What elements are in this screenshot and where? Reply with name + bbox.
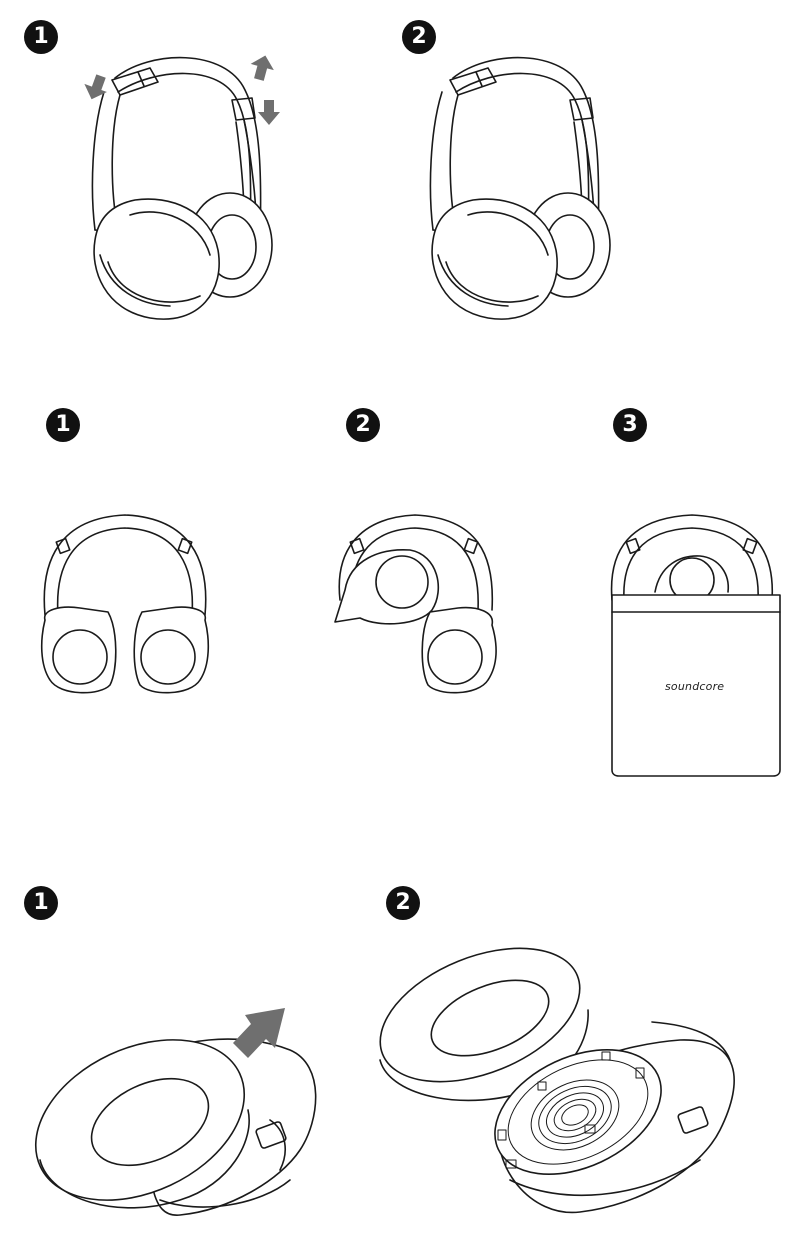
step-badge-3-2: 2 [386, 886, 420, 920]
step-badge-2-2: 2 [346, 408, 380, 442]
up-arrow-icon [250, 55, 274, 81]
step-badge-2-3: 3 [613, 408, 647, 442]
pouch-brand-logo: soundcore [665, 680, 725, 693]
step-badge-1-1: 1 [24, 20, 58, 54]
step-badge-2-1: 1 [46, 408, 80, 442]
down-arrow-icon [258, 100, 280, 125]
step-badge-3-1: 1 [24, 886, 58, 920]
down-arrow-icon [84, 74, 107, 100]
step-badge-1-2: 2 [402, 20, 436, 54]
pull-arrow-icon [233, 1008, 285, 1058]
